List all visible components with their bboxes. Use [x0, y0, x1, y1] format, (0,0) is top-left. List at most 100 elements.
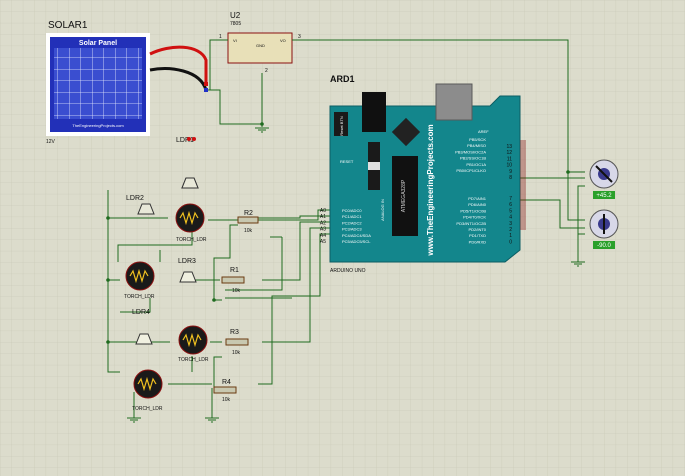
arduino-brand: www.TheEngineeringProjects.com [426, 124, 435, 256]
resistor-r4[interactable]: R4 10k [213, 379, 237, 403]
arduino-pin-number: 9 [509, 169, 512, 175]
arduino-reset-pin-label: RESET [340, 159, 354, 164]
arduino-digital-header-top: PB5/SCKPB4/MISOPB3/MOSI/OC2APB2/SS/OC1BP… [455, 137, 486, 173]
resistor-r1-body [221, 276, 245, 284]
arduino-pin-number: 5 [509, 208, 512, 214]
servo-1[interactable]: +45.2 [589, 159, 619, 199]
resistor-r2-ref: R2 [244, 210, 253, 217]
arduino-analog-label: PC1/ADC1 [342, 214, 362, 219]
resistor-r1[interactable]: R1 10k [221, 267, 245, 294]
voltage-regulator[interactable]: U2 7805 VI GND VO 1 2 3 [212, 11, 301, 74]
solar-wire-black [149, 67, 208, 91]
arduino-analog-in-label: ANALOG IN [380, 199, 385, 221]
arduino-analog-pin: A5 [320, 239, 326, 245]
wires [107, 39, 585, 418]
arduino-analog-pin: A0 [320, 208, 326, 214]
ldr-5-part: TORCH_LDR [132, 406, 163, 412]
ldr-4[interactable]: LDR4 TORCH_LDR [132, 309, 209, 363]
resistor-r3-value: 10k [232, 350, 241, 356]
arduino-digital-label: PD4/T0/XCK [463, 215, 486, 220]
servo-2[interactable]: -90.0 [589, 209, 619, 249]
ldr-2-torch-top [181, 177, 199, 189]
arduino-digital-label: PD0/RXD [469, 239, 486, 244]
arduino-digital-label: PB5/SCK [469, 137, 486, 142]
arduino-name: ARDUINO UNO [330, 268, 366, 274]
resistor-r4-body [213, 386, 237, 394]
ldr-3-part: TORCH_LDR [124, 294, 155, 300]
arduino-analog-label: PC0/ADC0 [342, 208, 362, 213]
ldr-3[interactable]: LDR3 TORCH_LDR [124, 258, 197, 300]
solar-cells [54, 48, 142, 119]
regulator-pin-out: VO [280, 38, 286, 43]
solar-terminal-pos[interactable] [204, 82, 208, 86]
arduino-pin-number: 13 [506, 144, 512, 150]
arduino-pin-number: 3 [509, 221, 512, 227]
arduino-pin-strip [520, 140, 526, 230]
ldr-4-part: TORCH_LDR [178, 357, 209, 363]
ldr-4-torch [135, 333, 153, 345]
ground-symbol-regulator [255, 127, 269, 133]
arduino-usb-port [435, 83, 473, 121]
ldr-5-torch [137, 203, 155, 215]
arduino-reset-button[interactable] [334, 112, 348, 136]
ground-symbol-ldr [127, 417, 219, 423]
arduino-digital-label: PB4/MISO [467, 143, 486, 148]
servo-2-readout: -90.0 [597, 243, 611, 249]
arduino-digital-label: PD2/INT0 [468, 227, 486, 232]
resistor-r3-ref: R3 [230, 329, 239, 336]
servo-1-readout: +45.2 [596, 193, 612, 199]
arduino-digital-label: PD5/T1/OC0B [460, 208, 486, 213]
ldr-1[interactable]: LDR1 [176, 137, 196, 144]
regulator-body [227, 32, 293, 64]
arduino-pin-number: 8 [509, 175, 512, 181]
ldr-2-element [179, 210, 199, 226]
solar-ref-label: SOLAR1 [48, 20, 88, 31]
arduino-analog-pin: A1 [320, 214, 326, 220]
ldr-1-ref: LDR1 [176, 137, 194, 144]
solar-title: Solar Panel [79, 40, 117, 47]
resistor-r2[interactable]: R2 10k [237, 210, 259, 234]
arduino-digital-label: PB0/ICP1/CLKO [456, 168, 486, 173]
arduino-atmega-label: ATMEGA328P [401, 179, 407, 212]
arduino-digital-label: PD3/INT1/OC2B [456, 221, 486, 226]
ldr-3-ref: LDR3 [178, 258, 196, 265]
resistor-r4-value: 10k [222, 397, 231, 403]
arduino-digital-label: PB2/SS/OC1B [460, 156, 486, 161]
ldr-2-ref: LDR2 [126, 195, 144, 202]
resistor-r4-ref: R4 [222, 379, 231, 386]
solar-panel[interactable]: SOLAR1 Solar Panel TheEngineeringProject… [46, 20, 208, 145]
junction-dots [106, 122, 570, 344]
ldr-1-marker [187, 137, 191, 141]
ldr-1-marker-2 [192, 137, 196, 141]
resistor-r2-value: 10k [244, 228, 253, 234]
regulator-ref: U2 [230, 11, 241, 20]
arduino-analog-pin: A3 [320, 227, 326, 233]
arduino-analog-pin: A2 [320, 220, 326, 226]
resistor-r1-ref: R1 [230, 267, 239, 274]
arduino-digital-label: PD1/TXD [469, 233, 486, 238]
arduino-pin-number: 7 [509, 196, 512, 202]
arduino-ref: ARD1 [330, 74, 355, 84]
servo-1-readout-box [593, 191, 615, 199]
solar-terminal-neg[interactable] [204, 88, 208, 92]
resistor-r2-body [237, 216, 259, 224]
ldr-4-ref: LDR4 [132, 309, 150, 316]
servo-2-readout-box [593, 241, 615, 249]
solar-voltage: 12V [46, 139, 56, 145]
arduino-analog-pin: A4 [320, 233, 326, 239]
arduino-pin-number: 10 [506, 163, 512, 169]
ldr-5[interactable]: TORCH_LDR [132, 369, 163, 412]
regulator-pin2-num: 2 [265, 68, 268, 74]
resistor-r3[interactable]: R3 10k [225, 329, 249, 356]
arduino-analog-label: PC2/ADC2 [342, 220, 362, 225]
ground-symbol-servo [571, 261, 585, 267]
ldr-5-element [137, 376, 157, 392]
arduino-analog-header: PC0/ADC0PC1/ADC1PC2/ADC2PC3/ADC3PC4/ADC4… [342, 208, 371, 244]
arduino-analog-label: PC5/ADC5/SCL [342, 239, 371, 244]
arduino-digital-label: PD6/AIN0 [468, 202, 487, 207]
arduino-power-jack [362, 92, 386, 132]
arduino-pin-number: 4 [509, 215, 512, 221]
arduino-uno[interactable]: ARD1 Reset BTN ATMEGA328P www.TheEnginee… [320, 74, 526, 274]
